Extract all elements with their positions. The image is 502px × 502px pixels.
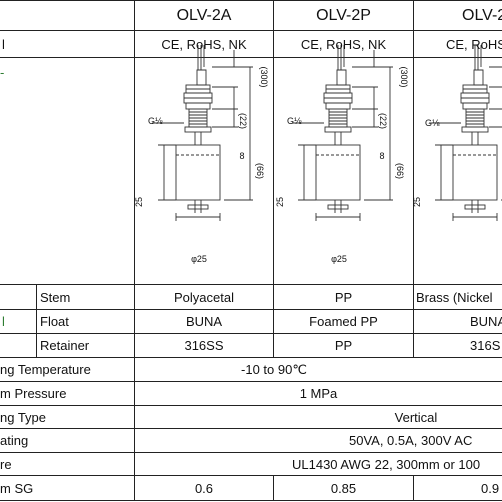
material-label-stem: Stem (40, 289, 71, 305)
sg-value-2: 0.85 (330, 480, 357, 496)
dim-dia-1: φ25 (191, 254, 207, 264)
approval-cell-1: CE, RoHS, NK (161, 36, 247, 52)
material-label-float: Float (40, 314, 69, 329)
material-float-3: BUNA (470, 314, 502, 329)
dim-gap-1: 8 (239, 151, 245, 161)
model-header-2: OLV-2P (316, 7, 371, 24)
dim-lead-2: (300) (399, 66, 409, 88)
spec-label-mounting: ng Type (0, 409, 47, 425)
spec-value-mounting: Vertical (394, 409, 438, 425)
dim-height-1: 25 (134, 197, 144, 208)
dim-total-2: (66) (395, 162, 405, 179)
approval-label: l (2, 36, 5, 52)
material-float-2: Foamed PP (309, 314, 378, 329)
dim-gap-2: 8 (379, 151, 385, 161)
dim-total-1: (66) (255, 162, 265, 179)
dim-dia-2: φ25 (331, 254, 347, 264)
approval-cell-3: CE, RoHS (446, 36, 502, 52)
model-header-3: OLV-2 (462, 7, 502, 24)
material-retainer-2: PP (334, 338, 353, 353)
material-stem-3: Brass (Nickel (416, 289, 493, 305)
dim-height-3: 25 (412, 197, 422, 208)
spec-label-pressure: m Pressure (0, 386, 67, 401)
spec-label-temperature: ng Temperature (0, 362, 91, 377)
dim-upper-2: (22) (378, 112, 388, 129)
dim-thread-1: G⅛ (148, 116, 163, 126)
dim-lead-1: (300) (259, 66, 269, 88)
material-label-retainer: Retainer (40, 338, 90, 353)
spec-label-wire: re (0, 456, 12, 472)
spec-label-rating: ating (0, 433, 29, 448)
dim-thread-3: G⅛ (425, 118, 440, 128)
sg-label: m SG (0, 480, 34, 496)
spec-value-pressure: 1 MPa (299, 386, 338, 401)
material-float-1: BUNA (185, 314, 223, 329)
sg-value-1: 0.6 (194, 480, 214, 496)
material-stem-2: PP (334, 289, 353, 305)
material-group-mark: l (2, 313, 5, 329)
material-stem-1: Polyacetal (174, 289, 234, 305)
dim-height-2: 25 (275, 197, 285, 208)
dim-thread-2: G⅛ (287, 116, 302, 126)
drawing-row-mark: - (0, 64, 5, 80)
spec-value-wire: UL1430 AWG 22, 300mm or 100 (292, 456, 481, 472)
approval-cell-2: CE, RoHS, NK (300, 36, 387, 52)
material-retainer-3: 316S (470, 338, 501, 353)
material-retainer-1: 316SS (184, 338, 224, 353)
spec-value-rating: 50VA, 0.5A, 300V AC (349, 433, 473, 448)
sg-value-3: 0.9 (481, 480, 500, 496)
dim-upper-1: (22) (238, 112, 248, 129)
spec-value-temperature: -10 to 90℃ (241, 361, 307, 377)
model-header-1: OLV-2A (176, 7, 232, 24)
